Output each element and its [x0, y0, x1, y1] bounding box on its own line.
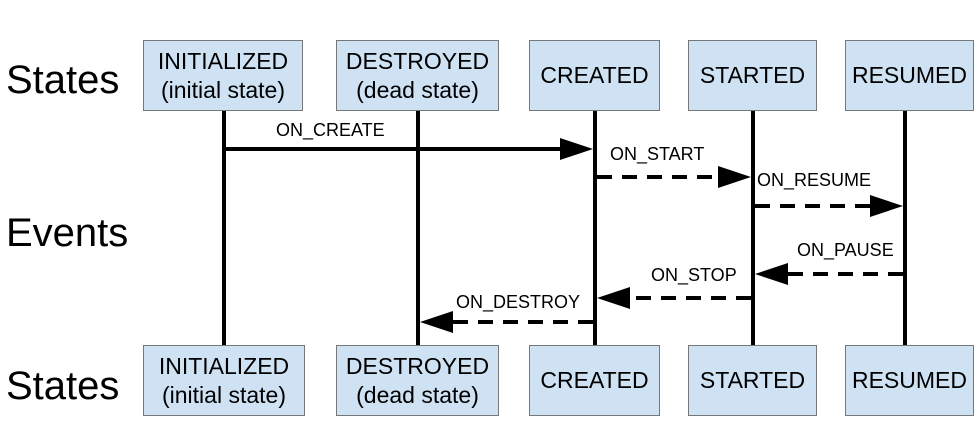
arrowhead-on-create	[560, 138, 593, 160]
event-label-on-pause: ON_PAUSE	[797, 240, 894, 260]
event-label-on-create: ON_CREATE	[276, 120, 385, 140]
event-label-on-destroy: ON_DESTROY	[456, 292, 581, 312]
state-box-resumed-bottom: RESUMED	[845, 345, 974, 416]
arrowhead-on-pause	[755, 263, 788, 285]
state-box-destroyed-top: DESTROYED (dead state)	[336, 40, 499, 111]
arrowhead-on-start	[718, 166, 751, 188]
row-label-states-bottom: States	[6, 364, 120, 408]
state-sublabel: (dead state)	[356, 76, 479, 103]
state-sublabel: (initial state)	[161, 76, 285, 103]
event-label-on-resume: ON_RESUME	[757, 170, 872, 190]
state-label: INITIALIZED	[157, 48, 289, 75]
state-label: STARTED	[699, 62, 806, 89]
state-box-initialized-bottom: INITIALIZED (initial state)	[143, 345, 305, 416]
arrowhead-on-stop	[597, 287, 630, 309]
state-sublabel: (dead state)	[356, 381, 479, 408]
row-label-events: Events	[6, 211, 129, 255]
state-label: DESTROYED	[345, 353, 490, 380]
state-sublabel: (initial state)	[162, 381, 286, 408]
state-label: DESTROYED	[345, 48, 490, 75]
state-box-destroyed-bottom: DESTROYED (dead state)	[336, 345, 499, 416]
state-label: CREATED	[540, 62, 649, 89]
state-box-resumed-top: RESUMED	[845, 40, 974, 111]
state-box-initialized-top: INITIALIZED (initial state)	[143, 40, 303, 111]
state-label: RESUMED	[851, 367, 967, 394]
arrowhead-on-resume	[870, 195, 903, 217]
state-label: STARTED	[699, 367, 806, 394]
state-label: RESUMED	[851, 62, 967, 89]
arrowhead-on-destroy	[420, 311, 453, 333]
row-label-states-top: States	[6, 58, 120, 102]
event-label-on-stop: ON_STOP	[651, 265, 737, 285]
state-box-created-top: CREATED	[529, 40, 660, 111]
state-label: INITIALIZED	[158, 353, 290, 380]
state-box-created-bottom: CREATED	[529, 345, 660, 416]
state-box-started-top: STARTED	[688, 40, 817, 111]
state-label: CREATED	[540, 367, 649, 394]
state-box-started-bottom: STARTED	[688, 345, 817, 416]
event-label-on-start: ON_START	[610, 144, 705, 164]
